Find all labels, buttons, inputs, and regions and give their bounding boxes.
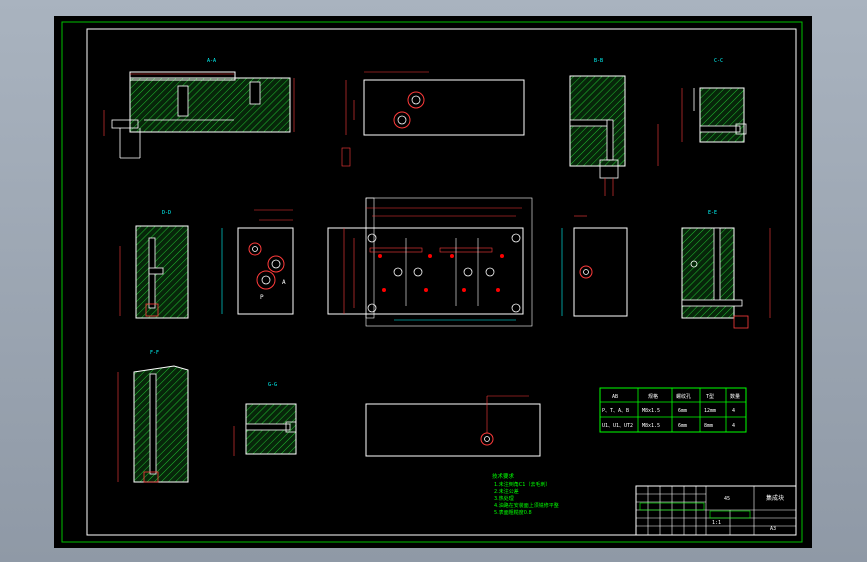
notes-heading: 技术要求 bbox=[492, 472, 515, 480]
notes-line-4: 4.油路在安装面上须铣修平整 bbox=[494, 502, 559, 509]
bom-cell-1-2: 6mm bbox=[678, 423, 687, 429]
bom-cell-1-1: M8x1.5 bbox=[642, 423, 660, 429]
main-top-view bbox=[327, 197, 533, 327]
bom-header-4: 数量 bbox=[730, 393, 740, 400]
section-view-b: B-B bbox=[569, 58, 659, 196]
port-label-a: A bbox=[282, 279, 286, 286]
cad-viewport[interactable]: A-A B-B C-C D-D bbox=[54, 16, 812, 548]
bom-header-1: 规格 bbox=[648, 393, 658, 400]
side-view-ports: P A bbox=[221, 209, 294, 315]
bom-header-0: AB bbox=[612, 394, 618, 400]
notes-line-3: 3.热处理 bbox=[494, 495, 514, 502]
section-view-f: F-F bbox=[117, 350, 189, 483]
bom-cell-0-2: 6mm bbox=[678, 408, 687, 414]
outer-frame bbox=[61, 21, 803, 543]
section-label-d: D-D bbox=[162, 210, 171, 216]
notes-line-2: 2.未注公差 bbox=[494, 488, 519, 495]
section-label-a: A-A bbox=[207, 58, 216, 64]
title-block: 45 集成块 1:1 A3 bbox=[635, 485, 797, 536]
section-view-e: E-E bbox=[681, 210, 771, 329]
inner-frame bbox=[86, 28, 797, 536]
bom-table: AB 规格 螺纹孔 T型 数量 P、T、A、B M8x1.5 6mm 12mm … bbox=[599, 387, 747, 433]
title-code: A3 bbox=[770, 526, 776, 532]
cad-drawing-canvas: A-A B-B C-C D-D bbox=[61, 21, 803, 543]
section-view-c: C-C bbox=[681, 58, 747, 143]
notes-line-5: 5.表面粗糙度0.8 bbox=[494, 509, 532, 516]
section-view-g: G-G bbox=[233, 382, 297, 456]
bom-cell-1-3: 8mm bbox=[704, 423, 713, 429]
bom-cell-0-0: P、T、A、B bbox=[602, 408, 629, 414]
bom-cell-0-1: M8x1.5 bbox=[642, 408, 660, 414]
section-label-f: F-F bbox=[150, 350, 159, 356]
bottom-view bbox=[365, 395, 541, 457]
section-label-b: B-B bbox=[594, 58, 603, 64]
title-material: 45 bbox=[724, 496, 730, 502]
bom-cell-0-4: 4 bbox=[732, 408, 735, 414]
technical-notes: 技术要求 1.未注倒角C1（去毛刺） 2.未注公差 3.热处理 4.油路在安装面… bbox=[492, 472, 559, 516]
title-scale: 1:1 bbox=[712, 520, 721, 526]
bom-header-3: T型 bbox=[706, 393, 714, 400]
bom-cell-1-0: U1、U1、UT2 bbox=[602, 423, 633, 429]
section-label-g: G-G bbox=[268, 382, 277, 388]
bom-cell-1-4: 4 bbox=[732, 423, 735, 429]
section-view-a: A-A bbox=[103, 58, 295, 159]
bom-cell-0-3: 12mm bbox=[704, 408, 716, 414]
title-part-name: 集成块 bbox=[766, 494, 784, 502]
notes-line-1: 1.未注倒角C1（去毛刺） bbox=[494, 481, 550, 488]
right-side-view bbox=[561, 215, 628, 317]
section-label-c: C-C bbox=[714, 58, 723, 64]
section-view-d: D-D bbox=[119, 210, 189, 319]
port-label-p: P bbox=[260, 294, 264, 301]
section-label-e: E-E bbox=[708, 210, 717, 216]
bom-header-2: 螺纹孔 bbox=[676, 393, 691, 400]
front-view-ports bbox=[341, 71, 525, 167]
